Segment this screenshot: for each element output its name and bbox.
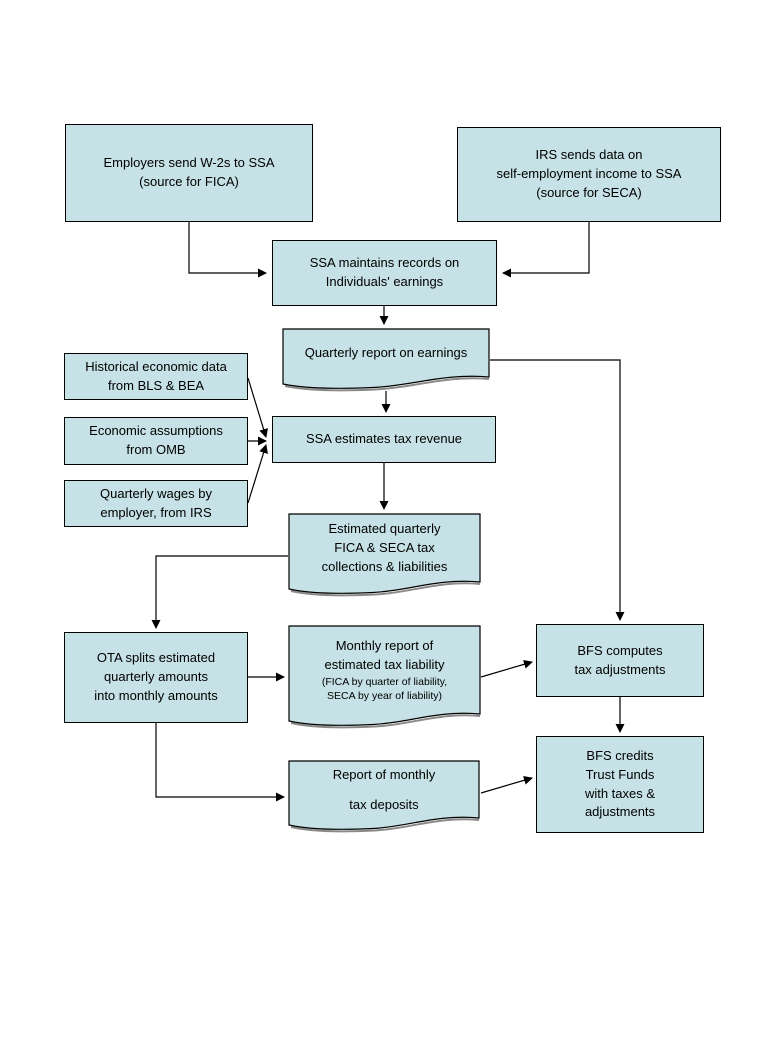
node-economic-assumptions: Economic assumptions from OMB [64, 417, 248, 465]
node-label: Historical economic data from BLS & BEA [85, 358, 227, 393]
node-estimated-collections-document: Estimated quarterly FICA & SECA tax coll… [288, 513, 481, 597]
node-label: Quarterly wages by employer, from IRS [100, 485, 212, 520]
node-label-sub: (FICA by quarter of liability, SECA by y… [321, 676, 448, 703]
node-historical-data: Historical economic data from BLS & BEA [64, 353, 248, 400]
node-label: Report of monthly tax deposits [332, 767, 436, 812]
node-label: IRS sends data on self-employment income… [496, 147, 682, 200]
edge-deposits-report-to-bfs-credits [480, 775, 533, 794]
node-ssa-estimates: SSA estimates tax revenue [272, 416, 496, 463]
edge-quarterly-report-to-bfs-computes [490, 359, 625, 621]
node-label: BFS credits Trust Funds with taxes & adj… [584, 747, 656, 820]
node-label: Employers send W-2s to SSA (source for F… [103, 155, 275, 189]
node-bfs-computes: BFS computes tax adjustments [536, 624, 704, 697]
edge-collections-to-ota [151, 555, 288, 629]
node-quarterly-wages: Quarterly wages by employer, from IRS [64, 480, 248, 527]
node-ota-splits: OTA splits estimated quarterly amounts i… [64, 632, 248, 723]
document-shape [288, 760, 480, 833]
node-label: Quarterly report on earnings [304, 345, 468, 361]
node-ssa-records: SSA maintains records on Individuals' ea… [272, 240, 497, 306]
node-label: SSA maintains records on Individuals' ea… [309, 255, 460, 289]
node-label: OTA splits estimated quarterly amounts i… [94, 650, 218, 703]
edge-ota-to-deposits-report [155, 723, 285, 802]
edge-historical-to-ssa-estimates [247, 377, 268, 438]
node-label-main: Monthly report of estimated tax liabilit… [324, 638, 445, 673]
node-monthly-liability-report-document: Monthly report of estimated tax liabilit… [288, 625, 481, 729]
node-label: Monthly report of estimated tax liabilit… [322, 619, 447, 736]
edge-liability-report-to-bfs-computes [480, 659, 533, 678]
edge-wages-to-ssa-estimates [247, 444, 268, 504]
node-label: Estimated quarterly FICA & SECA tax coll… [321, 521, 448, 574]
document-shape [288, 625, 481, 729]
node-label: Economic assumptions from OMB [89, 423, 223, 457]
node-monthly-deposits-report-document: Report of monthly tax deposits [288, 760, 480, 833]
node-label: BFS computes tax adjustments [574, 642, 666, 677]
node-quarterly-report-document: Quarterly report on earnings [282, 328, 490, 392]
node-employers-w2: Employers send W-2s to SSA (source for F… [65, 124, 313, 222]
document-shape [282, 328, 490, 392]
edge-employers-to-ssa-records [188, 222, 267, 278]
document-shape [288, 513, 481, 597]
edge-irs-to-ssa-records [502, 222, 590, 278]
node-irs-self-employment: IRS sends data on self-employment income… [457, 127, 721, 222]
node-bfs-credits: BFS credits Trust Funds with taxes & adj… [536, 736, 704, 833]
node-label: SSA estimates tax revenue [305, 431, 463, 447]
